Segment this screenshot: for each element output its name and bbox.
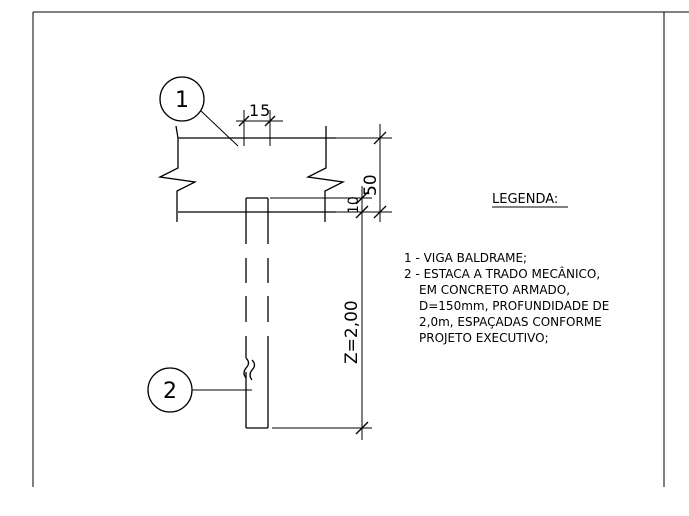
callout-2: 2 xyxy=(147,367,252,413)
dimension-z-label: Z=2,00 xyxy=(342,300,362,364)
dimension-10-label: 10 xyxy=(346,196,362,214)
dimension-z: Z=2,00 xyxy=(272,212,372,440)
legend-title: LEGENDA: xyxy=(492,192,558,207)
beam xyxy=(157,125,346,222)
dimension-15-label: 15 xyxy=(249,101,271,120)
dimension-50: 50 xyxy=(336,124,392,222)
legend-line: 2,0m, ESPAÇADAS CONFORME xyxy=(419,315,602,329)
legend-line: 1 - VIGA BALDRAME; xyxy=(404,251,527,265)
callout-2-label: 2 xyxy=(163,379,177,404)
legend-line: EM CONCRETO ARMADO, xyxy=(419,283,570,297)
legend: LEGENDA: 1 - VIGA BALDRAME; 2 - ESTACA A… xyxy=(404,192,609,345)
callout-1-label: 1 xyxy=(175,88,189,113)
sheet-frame xyxy=(32,11,689,487)
dimension-15: 15 xyxy=(236,101,283,146)
pile xyxy=(243,197,269,429)
dimension-50-label: 50 xyxy=(361,174,381,196)
legend-line: D=150mm, PROFUNDIDADE DE xyxy=(419,299,609,313)
legend-line: 2 - ESTACA A TRADO MECÂNICO, xyxy=(404,266,600,281)
callout-1: 1 xyxy=(159,76,239,147)
legend-line: PROJETO EXECUTIVO; xyxy=(419,331,549,345)
